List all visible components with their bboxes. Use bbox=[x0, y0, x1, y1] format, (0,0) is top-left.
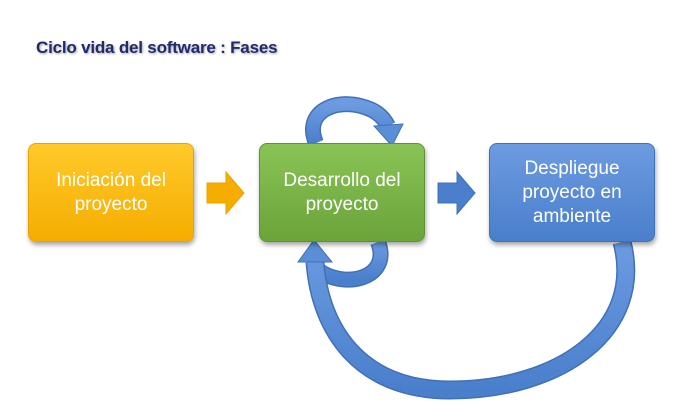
arrow-iniciacion-to-desarrollo bbox=[206, 170, 245, 216]
phase-desarrollo: Desarrollo del proyecto bbox=[259, 143, 425, 242]
phase-despliegue-label: Despliegue proyecto en ambiente bbox=[522, 157, 622, 227]
return-loop-arrow bbox=[297, 239, 636, 400]
phase-iniciacion: Iniciación del proyecto bbox=[28, 143, 194, 242]
phase-despliegue: Despliegue proyecto en ambiente bbox=[489, 143, 655, 242]
bottom-loop-arrow bbox=[313, 239, 389, 288]
arrow-desarrollo-to-despliegue bbox=[437, 170, 476, 216]
phase-iniciacion-label: Iniciación del proyecto bbox=[56, 169, 166, 215]
top-loop-arrow bbox=[305, 96, 404, 147]
phase-desarrollo-label: Desarrollo del proyecto bbox=[283, 169, 401, 215]
diagram-title: Ciclo vida del software : Fases bbox=[36, 38, 278, 57]
